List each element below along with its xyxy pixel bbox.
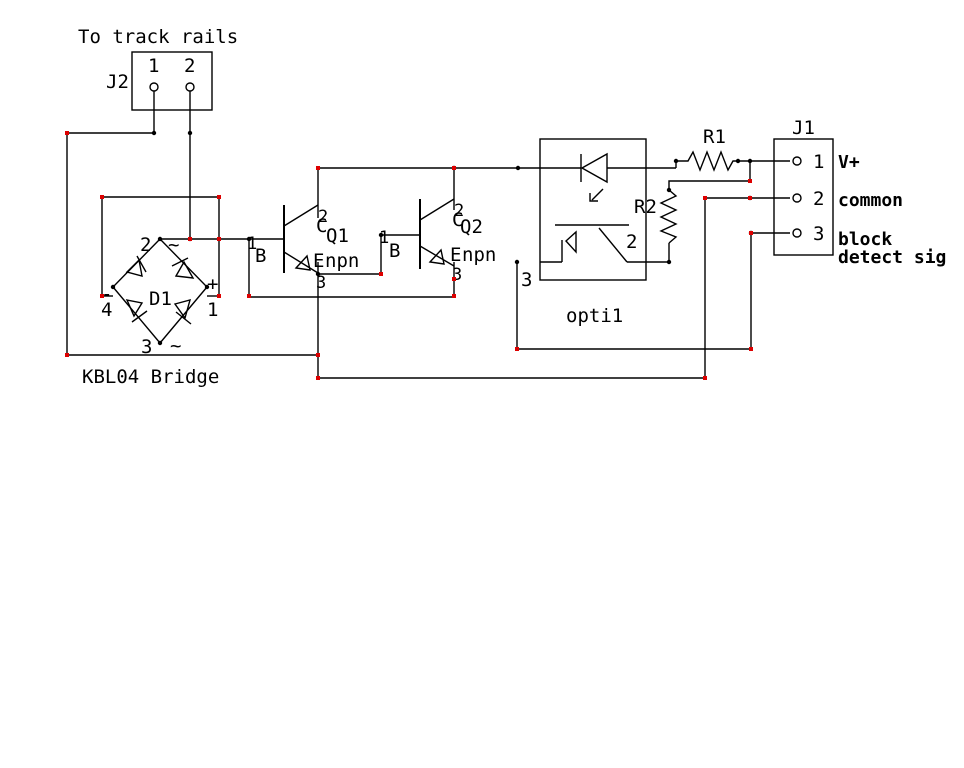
bridge-diode-4 <box>173 299 192 325</box>
q2-ref: Q2 <box>460 216 483 238</box>
q2-emitter-label: E <box>450 244 461 266</box>
q2-collector-num: 2 <box>454 201 464 221</box>
resistor-r2: R2 <box>634 189 678 244</box>
j1-connector: J1 1 2 3 V+ common block detect sig <box>773 117 946 268</box>
j1-pin1 <box>792 156 802 166</box>
j1-ref: J1 <box>792 117 815 139</box>
resistor-r1: R1 <box>676 126 738 172</box>
j1-pin3-num: 3 <box>813 223 824 245</box>
q1-emitter-num: 3 <box>316 273 326 293</box>
q1-emitter-label: E <box>313 250 324 272</box>
j2-connector: To track rails J2 1 2 <box>78 26 238 111</box>
bridge-ac-a: ~ <box>168 234 179 256</box>
q1-collector-num: 2 <box>318 207 328 227</box>
j1-pin1-label: V+ <box>838 152 860 173</box>
j2-pin2-num: 2 <box>184 55 195 77</box>
bridge-part-label: KBL04 Bridge <box>82 366 219 388</box>
opto-pin3: 3 <box>521 269 532 291</box>
q1-type: npn <box>325 250 359 272</box>
opto-pin2: 2 <box>626 231 637 253</box>
j1-body <box>773 138 834 256</box>
j2-pin2 <box>185 82 195 92</box>
wires <box>66 91 790 379</box>
j2-body <box>131 51 213 111</box>
r1-body <box>676 150 738 172</box>
j1-pin3 <box>792 228 802 238</box>
r2-ref: R2 <box>634 196 657 218</box>
opto-led <box>580 152 608 184</box>
bridge-diode-1 <box>125 255 147 277</box>
bridge-diode-3 <box>125 299 148 323</box>
q2-collector-label: C <box>452 209 463 231</box>
red-markers <box>65 131 753 380</box>
q2-base-label: B <box>389 240 400 262</box>
optocoupler: 2 3 opti1 <box>518 138 647 327</box>
j2-pin1 <box>149 82 159 92</box>
j1-pin2-label: common <box>838 190 903 211</box>
bridge-minus: - <box>101 283 112 305</box>
j1-pin2 <box>792 193 802 203</box>
q2-base-num: 1 <box>379 228 389 248</box>
j2-ref: J2 <box>106 71 129 93</box>
j1-pin3-label-2: detect sig <box>838 247 946 268</box>
r1-ref: R1 <box>703 126 726 148</box>
q1-collector-label: C <box>316 215 327 237</box>
bridge-plus: + <box>207 273 218 295</box>
bridge-pin3: 3 <box>141 336 152 358</box>
q2-type: npn <box>462 244 496 266</box>
q1-base-label: B <box>255 245 266 267</box>
track-rails-label: To track rails <box>78 26 238 48</box>
j2-pin1-num: 1 <box>148 55 159 77</box>
bridge-rectifier: D1 2 ~ - + 4 1 3 ~ KBL04 Bridge <box>82 234 219 388</box>
j1-pin2-num: 2 <box>813 188 824 210</box>
opto-body <box>539 138 647 281</box>
transistor-q1: B 1 C 2 Q1 E npn 3 <box>247 204 359 293</box>
bridge-pin2: 2 <box>140 234 151 256</box>
q1-ref: Q1 <box>326 225 349 247</box>
bridge-diode-2 <box>171 257 195 279</box>
transistor-q2: B 1 C 2 Q2 E npn 3 <box>379 198 496 285</box>
bridge-ac-b: ~ <box>170 335 181 357</box>
bridge-pin4: 4 <box>101 299 112 321</box>
j1-pin3-label: block <box>838 229 892 250</box>
j1-pin1-num: 1 <box>813 151 824 173</box>
opto-ref: opti1 <box>566 305 623 327</box>
q1-base-num: 1 <box>247 234 257 254</box>
bridge-ref: D1 <box>149 288 172 310</box>
bridge-pin1: 1 <box>207 299 218 321</box>
r2-body <box>659 189 678 244</box>
q2-emitter-num: 3 <box>452 265 462 285</box>
